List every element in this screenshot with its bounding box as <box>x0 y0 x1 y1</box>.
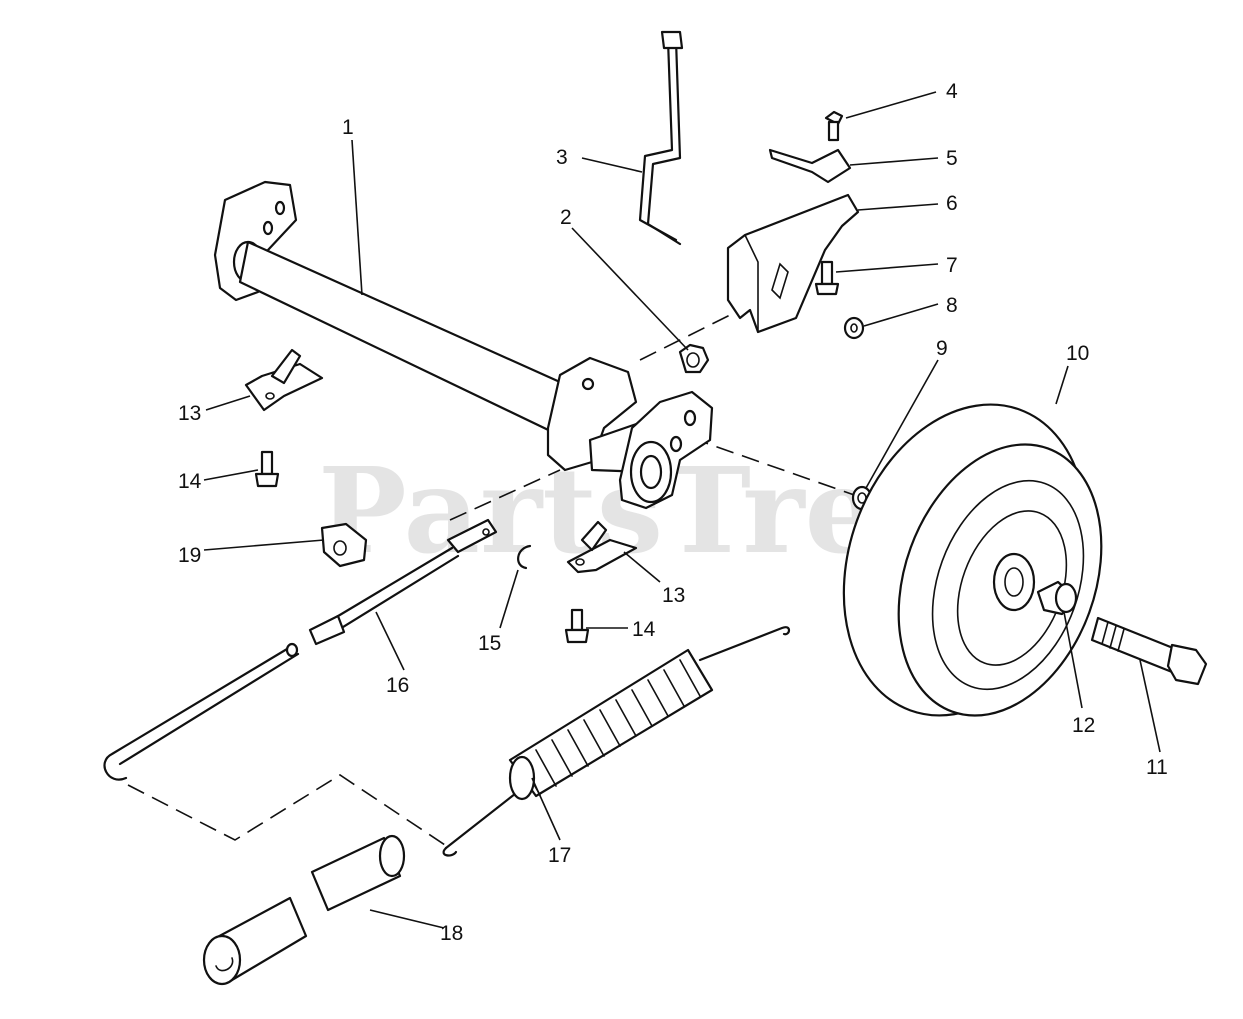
part-bolt <box>814 260 840 296</box>
part-spring <box>442 626 791 857</box>
callout-2: 2 <box>560 206 572 229</box>
callout-9: 9 <box>936 337 948 360</box>
callout-15: 15 <box>478 632 501 655</box>
part-shoulder-bolt <box>1090 616 1208 686</box>
part-clip-lower <box>566 520 638 574</box>
callout-16: 16 <box>386 674 409 697</box>
callout-14-lower: 14 <box>632 618 656 641</box>
part-washer-8 <box>843 316 865 340</box>
part-screw-lower <box>564 608 590 644</box>
part-nut <box>678 343 710 374</box>
callout-19: 19 <box>178 544 201 567</box>
part-spacer <box>1036 580 1078 616</box>
part-mounting-bracket <box>726 193 860 334</box>
part-lock-plate <box>768 148 852 184</box>
callout-7: 7 <box>946 254 958 277</box>
callout-4: 4 <box>946 80 958 103</box>
part-control-rod <box>638 30 684 246</box>
callout-13-upper: 13 <box>178 402 201 425</box>
part-screw-upper <box>254 450 280 488</box>
callout-14-upper: 14 <box>178 470 202 493</box>
part-clip-upper <box>244 348 324 412</box>
part-grips <box>202 834 406 986</box>
part-bent-rod <box>103 642 300 781</box>
callouts: 1 2 3 4 5 6 7 8 9 10 11 12 13 13 14 14 1… <box>178 80 1168 945</box>
callout-5: 5 <box>946 147 958 170</box>
leader-lines <box>203 91 1161 929</box>
part-bolt-small <box>824 110 844 142</box>
part-block <box>320 522 368 568</box>
callout-6: 6 <box>946 192 958 215</box>
callout-12: 12 <box>1072 714 1095 737</box>
callout-11: 11 <box>1146 756 1168 779</box>
callout-13-lower: 13 <box>662 584 685 607</box>
callout-3: 3 <box>556 146 568 169</box>
callout-18: 18 <box>440 922 463 945</box>
callout-8: 8 <box>946 294 958 317</box>
callout-1: 1 <box>342 116 354 139</box>
callout-17: 17 <box>548 844 571 867</box>
part-retaining-ring <box>517 544 532 570</box>
part-axle-tube <box>213 180 714 510</box>
part-link-rod <box>308 518 498 646</box>
callout-10: 10 <box>1066 342 1089 365</box>
part-wheel <box>842 403 1103 717</box>
